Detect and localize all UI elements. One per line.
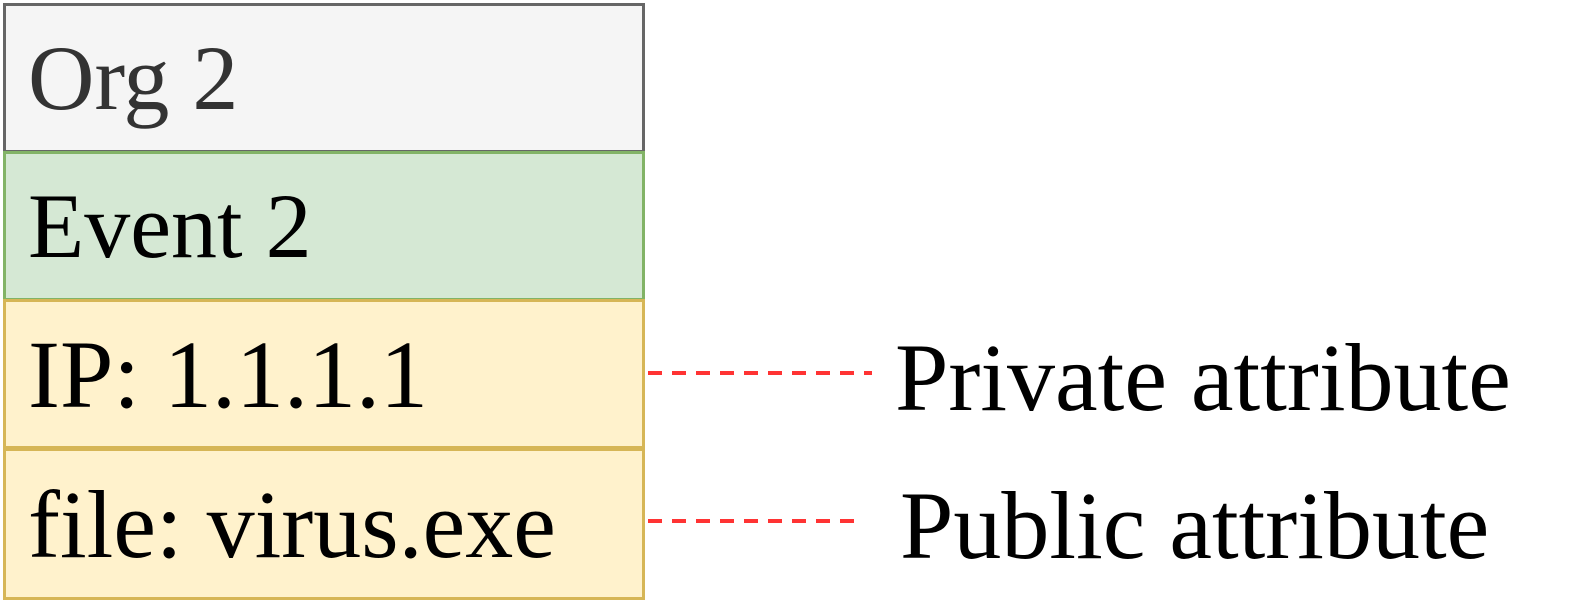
public-attribute-annotation: Public attribute <box>900 472 1490 579</box>
file-attribute-label: file: virus.exe <box>28 470 556 578</box>
ip-attribute-row: IP: 1.1.1.1 <box>3 299 645 449</box>
ip-attribute-label: IP: 1.1.1.1 <box>28 320 429 428</box>
file-attribute-row: file: virus.exe <box>3 448 645 600</box>
private-attribute-annotation: Private attribute <box>895 324 1511 431</box>
event-label: Event 2 <box>28 175 312 277</box>
org-row: Org 2 <box>3 3 645 153</box>
event-row: Event 2 <box>3 151 645 301</box>
org-label: Org 2 <box>28 27 239 129</box>
